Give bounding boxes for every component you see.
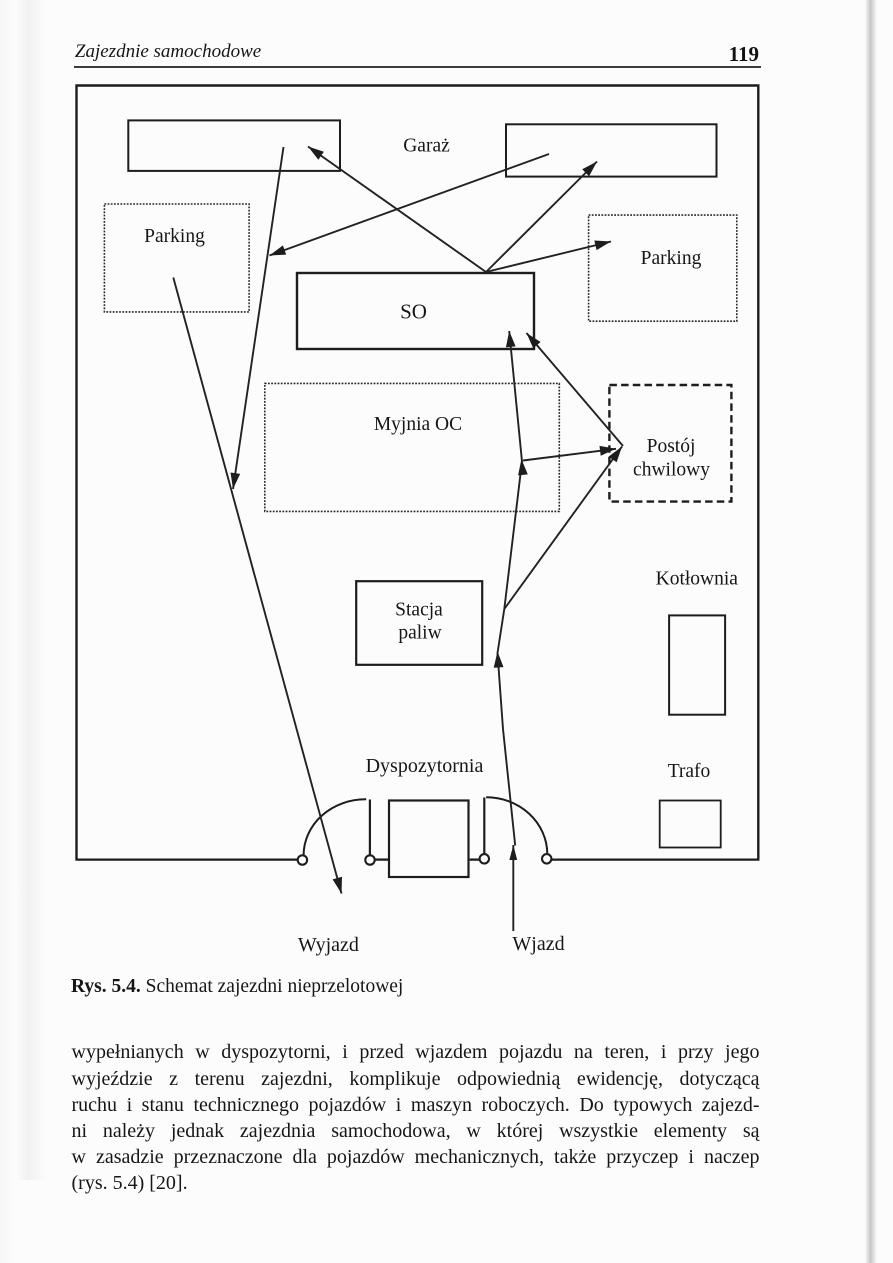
svg-text:paliw: paliw — [398, 623, 441, 644]
svg-text:Garaż: Garaż — [403, 136, 450, 157]
svg-text:SO: SO — [400, 300, 427, 324]
svg-text:Stacja: Stacja — [395, 600, 443, 621]
svg-text:chwilowy: chwilowy — [633, 460, 710, 481]
svg-text:Parking: Parking — [641, 248, 702, 269]
svg-text:Trafo: Trafo — [668, 761, 711, 782]
svg-text:Postój: Postój — [647, 436, 696, 457]
svg-text:Wyjazd: Wyjazd — [298, 934, 359, 956]
svg-text:Kotłownia: Kotłownia — [656, 569, 739, 590]
svg-text:Dyspozytornia: Dyspozytornia — [366, 755, 484, 777]
svg-text:Parking: Parking — [144, 226, 205, 247]
svg-text:Wjazd: Wjazd — [512, 933, 564, 955]
svg-text:Myjnia OC: Myjnia OC — [374, 414, 462, 435]
